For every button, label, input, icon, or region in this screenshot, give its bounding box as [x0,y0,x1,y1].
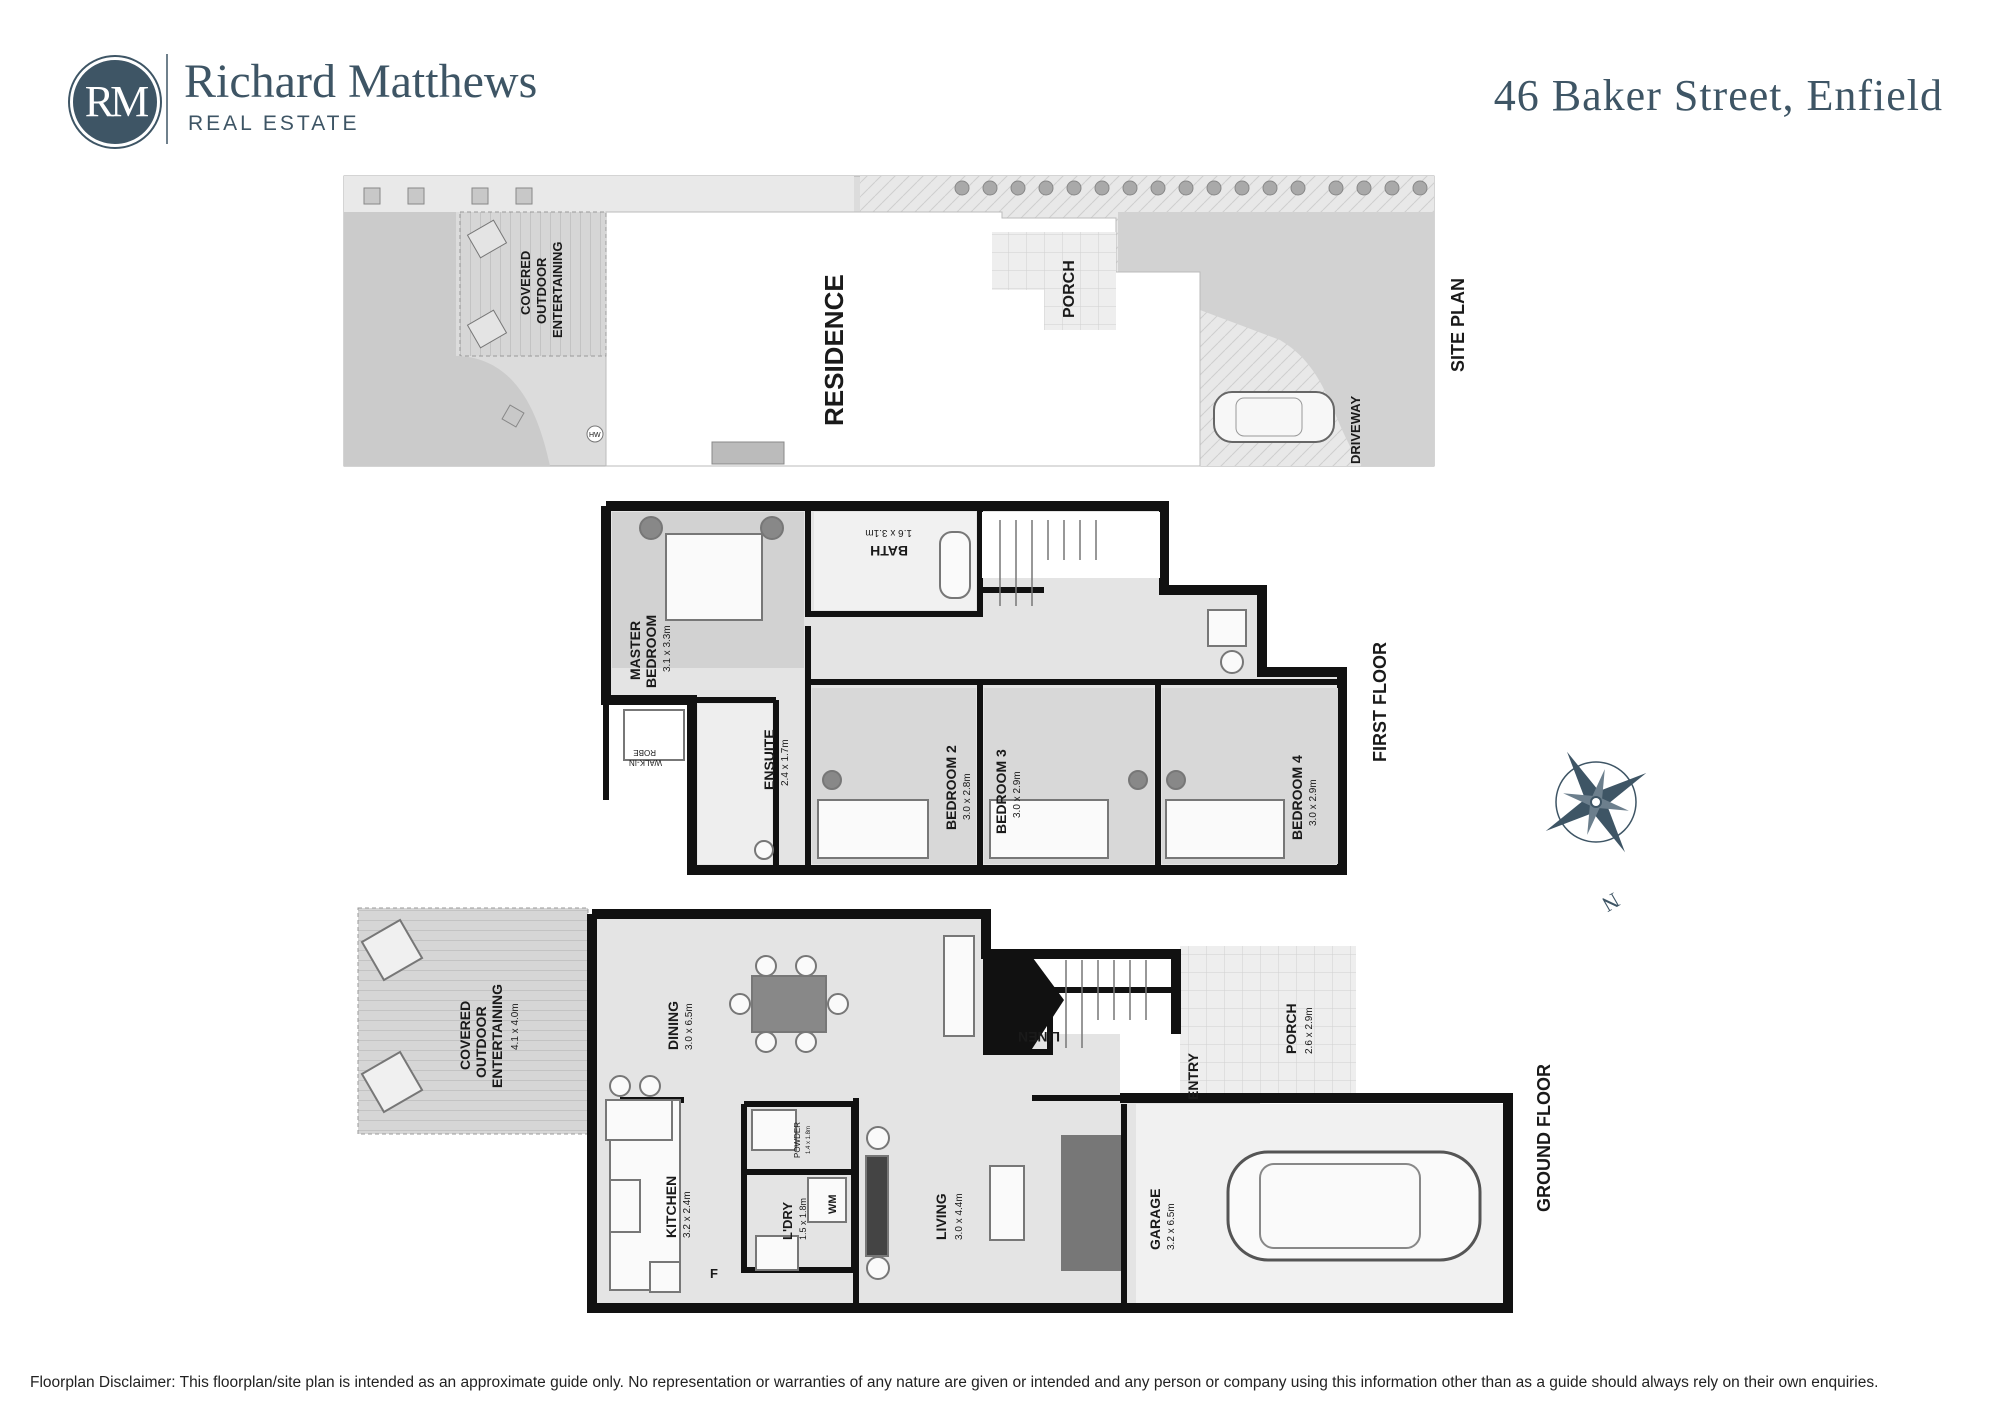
kitchen-label: KITCHEN [663,1176,679,1238]
floorplan-disclaimer: Floorplan Disclaimer: This floorplan/sit… [30,1374,1879,1391]
logo-divider [166,54,168,144]
lawn [1118,212,1434,466]
first-floor-heading: FIRST FLOOR [1370,642,1390,762]
hedge-row [711,180,1428,465]
footpath [344,176,854,212]
bedroom3-label: BEDROOM 3 [993,749,1009,834]
master-label-1: MASTER [627,621,643,680]
master-dim: 3.1 x 3.3m [662,625,673,672]
ensuite-floor [698,704,772,864]
stair-void [982,512,1160,578]
dining-furniture [729,935,975,1053]
site-plan-heading: SITE PLAN [1448,278,1468,372]
washing-machine-label: WM [827,1194,839,1214]
site-covered-label-2: OUTDOOR [534,257,549,324]
ensuite-label: ENSUITE [761,729,777,790]
entry-label: ENTRY [1185,1052,1201,1100]
site-covered-label-3: ENTERTAINING [550,241,565,338]
brand-logo: RM [70,57,160,147]
powder-label: POWDER [793,1122,802,1158]
brand-name: Richard Matthews [184,55,538,108]
gf-covered-label-2: OUTDOOR [473,1006,489,1078]
site-plan: RESIDENCE PORCH DRIVEWAY COVERED OUTDOOR… [343,175,1468,467]
brand-subtitle: REAL ESTATE [188,112,360,135]
bedroom4-dim: 3.0 x 2.9m [1308,779,1319,826]
compass-icon [1545,751,1647,853]
stair-first [999,520,1097,606]
brand-monogram: RM [84,77,149,126]
hw-label: HW [589,432,601,439]
gf-porch-label: PORCH [1283,1003,1299,1054]
first-floor-furniture [623,516,1285,860]
ensuite-dim: 2.4 x 1.7m [780,739,791,786]
robe-label: ROBE [633,748,656,757]
garage-car [1226,1150,1482,1262]
outdoor-furniture [360,918,424,1114]
ground-floor: COVERED OUTDOOR ENTERTAINING 4.1 x 4.0m … [357,907,1554,1313]
site-driveway-label: DRIVEWAY [1348,396,1363,464]
bedroom4-label: BEDROOM 4 [1289,755,1305,840]
gf-covered-dim: 4.1 x 4.0m [510,1003,521,1050]
laundry-label: L'DRY [780,1202,795,1240]
fridge-label: F [710,1266,718,1281]
bedroom2-label: BEDROOM 2 [943,745,959,830]
bedroom3-dim: 3.0 x 2.9m [1012,771,1023,818]
site-porch [992,232,1116,330]
kitchen-fittings [605,1075,847,1293]
ground-floor-heading: GROUND FLOOR [1534,1064,1554,1212]
dining-label: DINING [665,1001,681,1050]
living-furniture [865,1126,1121,1280]
left-garden [344,212,550,466]
property-address: 46 Baker Street, Enfield [1493,71,1943,120]
gf-covered-label-1: COVERED [457,1001,473,1070]
garage-dim: 3.2 x 6.5m [1166,1203,1177,1250]
linen-label: LINEN [1018,1029,1060,1045]
header: RM Richard Matthews REAL ESTATE 46 Baker… [0,0,2000,160]
compass-north-label: N [1598,888,1624,918]
stair-core-wall [986,954,1064,1052]
walkin-label: WALK-IN [629,758,662,767]
site-car [1213,391,1335,443]
gf-porch-dim: 2.6 x 2.9m [1304,1007,1315,1054]
stepping-stones [363,187,533,428]
living-dim: 3.0 x 4.4m [954,1193,965,1240]
powder-dim: 1.4 x 1.8m [806,1126,812,1154]
site-residence-label: RESIDENCE [819,274,849,426]
gf-covered-label-3: ENTERTAINING [489,984,505,1088]
bath-label: BATH [870,543,908,559]
site-furniture [466,219,604,443]
first-floor: MASTER BEDROOM 3.1 x 3.3m BATH 1.6 x 3.1… [601,501,1390,875]
kitchen-dim: 3.2 x 2.4m [682,1191,693,1238]
bath-dim: 1.6 x 3.1m [865,527,912,538]
stair-ground [1065,960,1147,1048]
master-label-2: BEDROOM [643,615,659,688]
garage-label: GARAGE [1147,1189,1163,1250]
bedroom2-dim: 3.0 x 2.8m [962,773,973,820]
site-porch-label: PORCH [1061,260,1078,318]
front-porch [1180,946,1356,1098]
laundry-dim: 1.5 x 1.8m [798,1198,808,1240]
site-covered-label-1: COVERED [518,251,533,315]
living-label: LIVING [933,1193,949,1240]
dining-dim: 3.0 x 6.5m [684,1003,695,1050]
